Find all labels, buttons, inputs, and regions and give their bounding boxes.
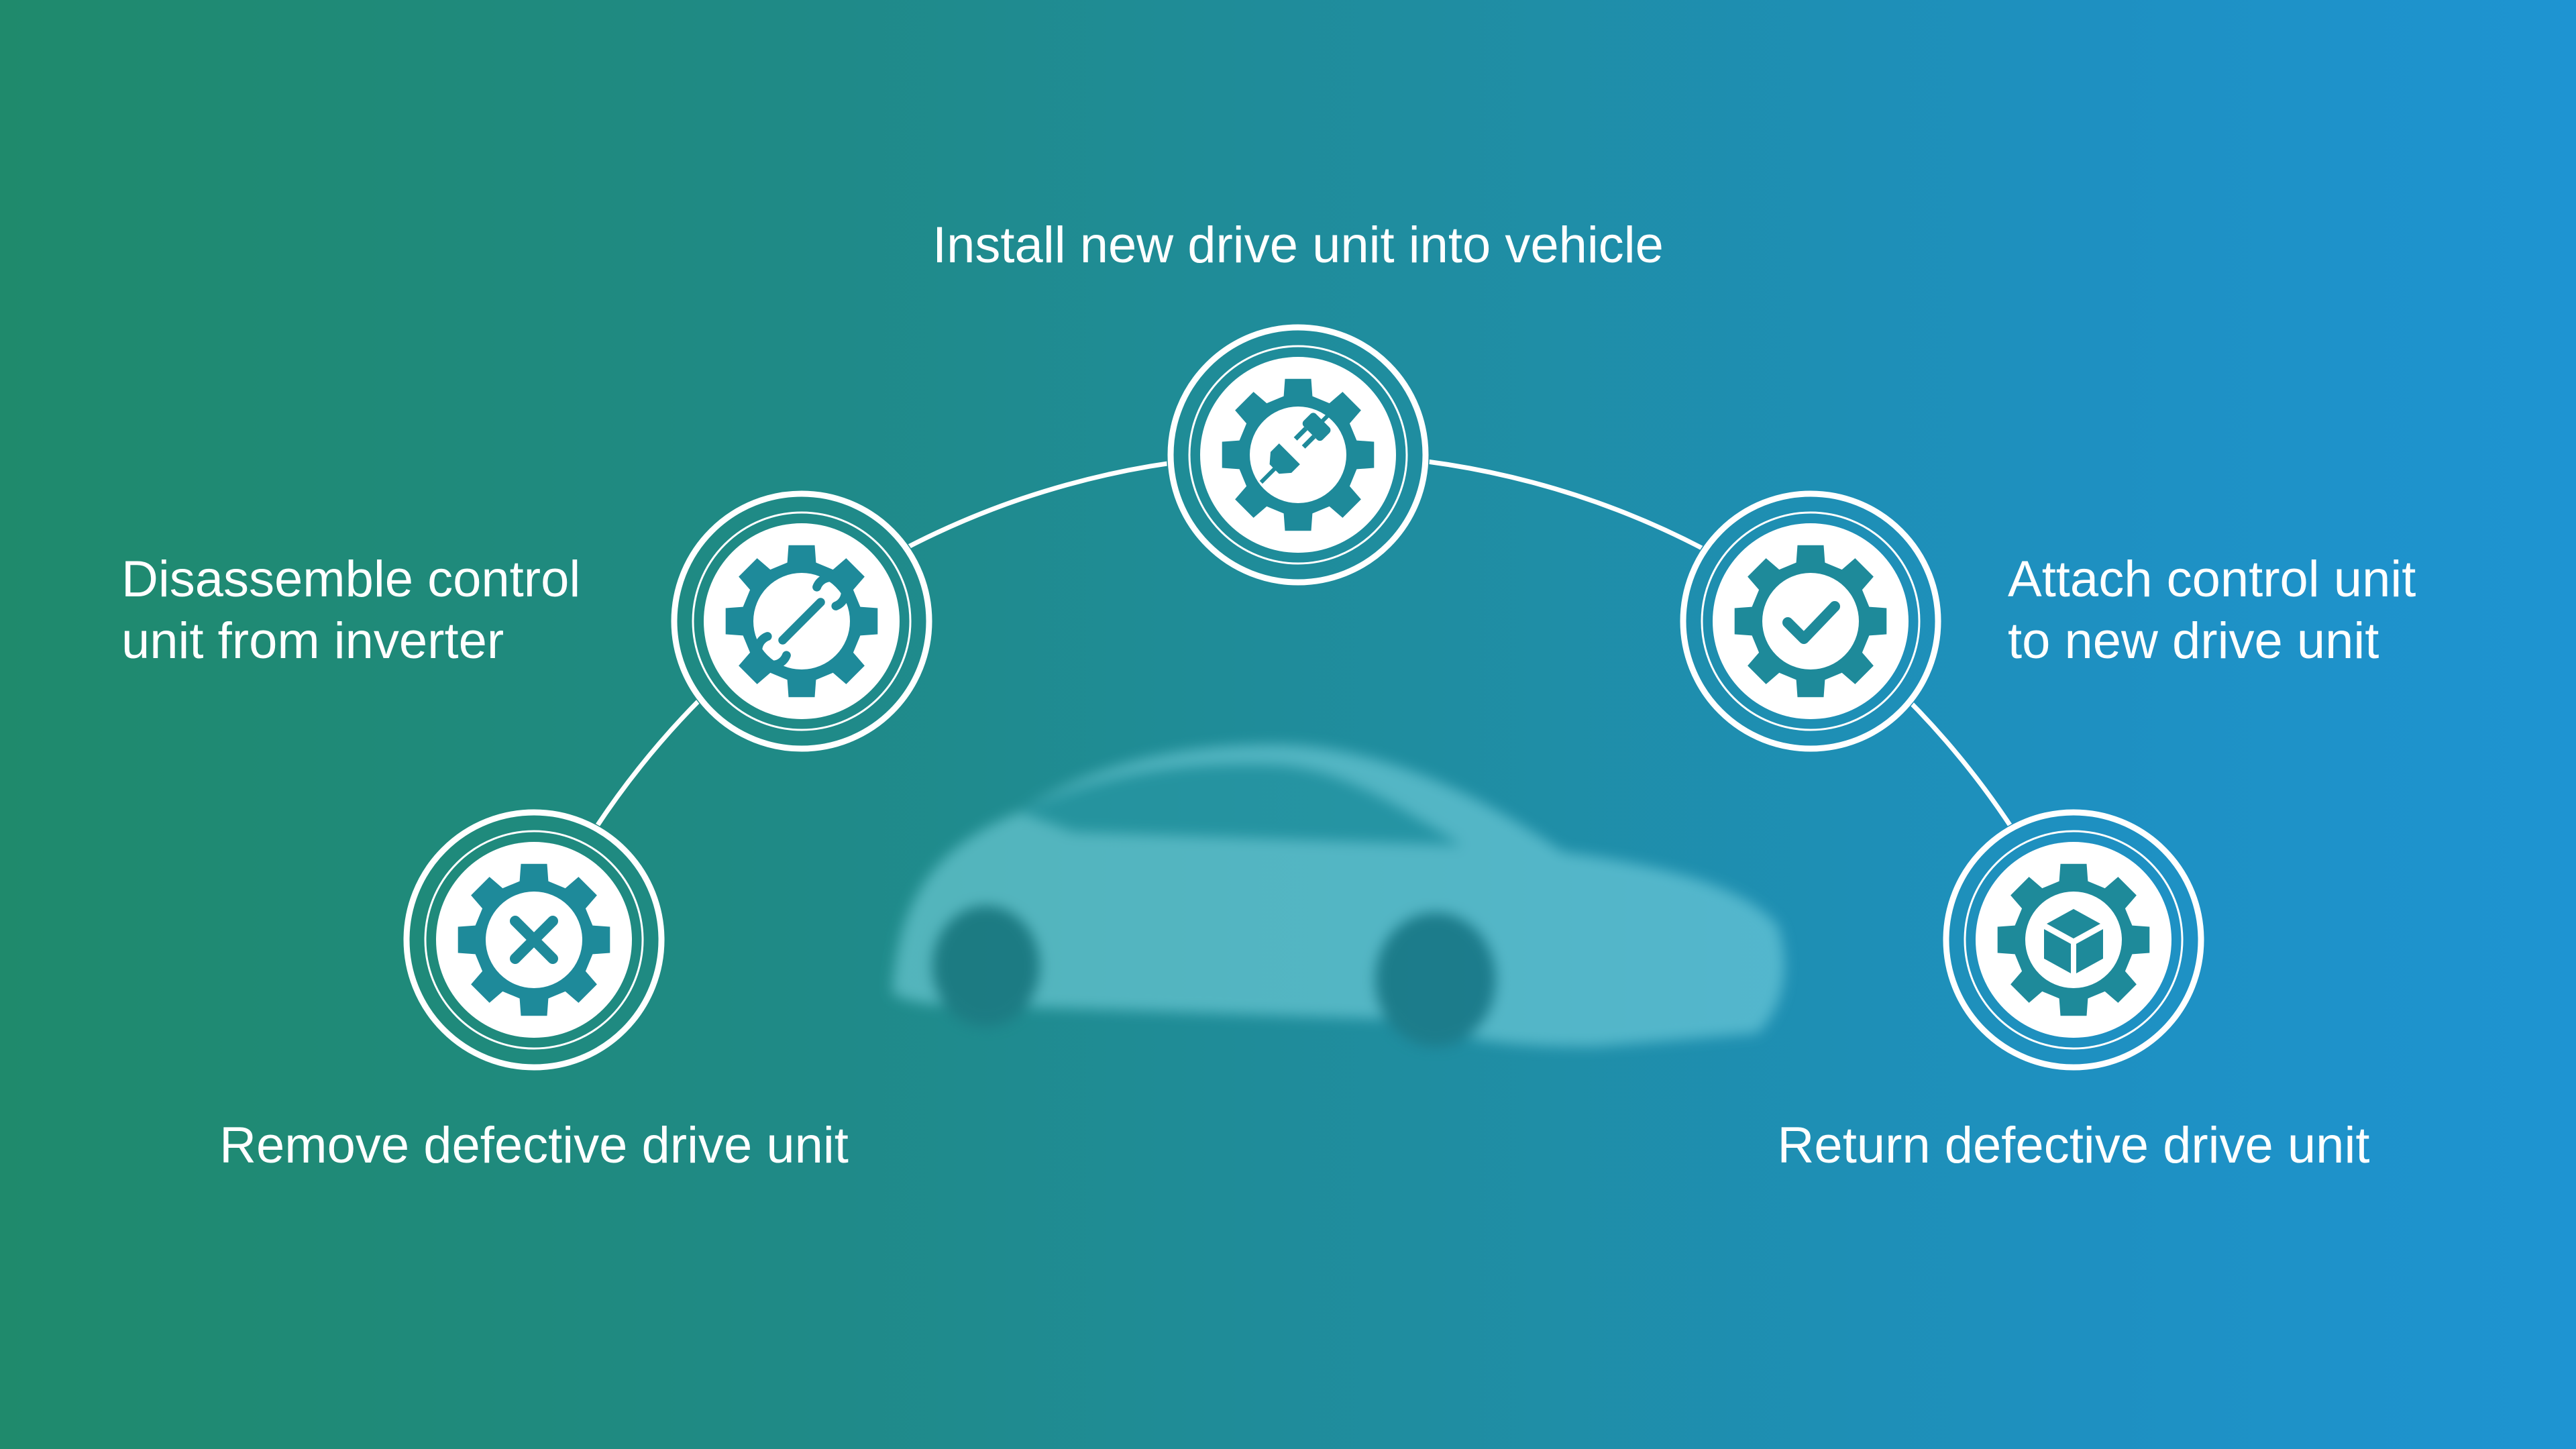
gear-icon bbox=[1222, 378, 1375, 531]
step-attach-line2: to new drive unit bbox=[2008, 612, 2379, 669]
step-disassemble-label: Disassemble control unit from inverter bbox=[121, 549, 580, 672]
outer-ring bbox=[1167, 324, 1429, 586]
step-disassemble-line2: unit from inverter bbox=[121, 612, 504, 669]
step-attach-line1: Attach control unit bbox=[2008, 551, 2416, 608]
wrench-icon bbox=[753, 573, 850, 669]
step-disassemble-line1: Disassemble control bbox=[121, 551, 581, 608]
plug-icon bbox=[1259, 408, 1336, 484]
outer-ring bbox=[1680, 490, 1941, 752]
inner-ring bbox=[1701, 511, 1921, 731]
cube-icon bbox=[2044, 909, 2103, 973]
inner-ring bbox=[1188, 345, 1408, 565]
step-return-label: Return defective drive unit bbox=[1777, 1117, 2370, 1174]
step-remove-node bbox=[403, 809, 665, 1071]
step-install-label: Install new drive unit into vehicle bbox=[932, 217, 1664, 274]
outer-ring bbox=[671, 490, 932, 752]
check-icon bbox=[1782, 601, 1840, 644]
outer-ring bbox=[1943, 809, 2204, 1071]
step-remove-label: Remove defective drive unit bbox=[219, 1117, 849, 1174]
inner-ring bbox=[1964, 830, 2184, 1050]
step-attach-node bbox=[1680, 490, 1941, 752]
inner-ring bbox=[424, 830, 644, 1050]
x-icon bbox=[510, 916, 558, 964]
step-return-node bbox=[1943, 809, 2204, 1071]
gear-icon bbox=[1734, 545, 1887, 698]
step-disassemble-node bbox=[671, 490, 932, 752]
step-attach-label: Attach control unit to new drive unit bbox=[2008, 549, 2416, 672]
gear-icon bbox=[1997, 863, 2150, 1016]
outer-ring bbox=[403, 809, 665, 1071]
step-install-node bbox=[1167, 324, 1429, 586]
inner-ring bbox=[692, 511, 912, 731]
